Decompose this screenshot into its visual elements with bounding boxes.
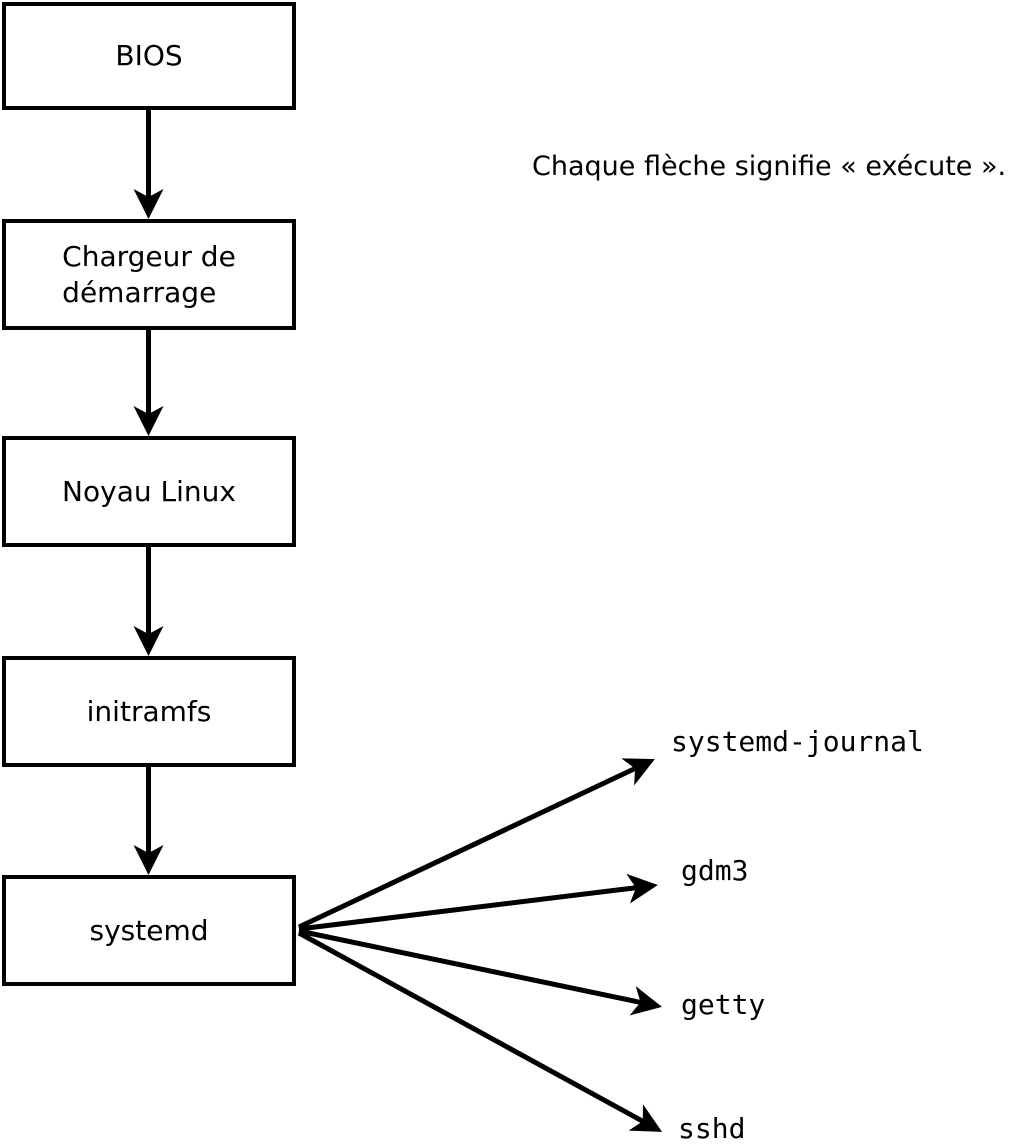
node-bios: BIOS	[2, 2, 296, 110]
node-systemd-label: systemd	[89, 913, 209, 947]
edge-systemd-gdm3	[298, 873, 658, 932]
node-bootloader-label: Chargeur de démarrage	[62, 239, 236, 309]
arrow-meaning-note: Chaque flèche signifie « exécute ».	[532, 151, 1007, 182]
node-kernel-label: Noyau Linux	[62, 474, 236, 508]
node-systemd: systemd	[2, 875, 296, 986]
node-initramfs: initramfs	[2, 656, 296, 767]
node-bootloader: Chargeur de démarrage	[2, 219, 296, 330]
edge-systemd-journal	[297, 758, 655, 930]
edge-systemd-getty	[298, 928, 663, 1016]
process-label-gdm3: gdm3	[681, 854, 749, 887]
process-label-getty: getty	[681, 988, 766, 1021]
process-label-systemd-journal: systemd-journal	[671, 725, 924, 758]
node-initramfs-label: initramfs	[86, 694, 212, 728]
node-bios-label: BIOS	[115, 39, 183, 73]
edge-systemd-sshd	[297, 930, 663, 1132]
process-label-sshd: sshd	[678, 1112, 746, 1145]
node-kernel: Noyau Linux	[2, 436, 296, 547]
